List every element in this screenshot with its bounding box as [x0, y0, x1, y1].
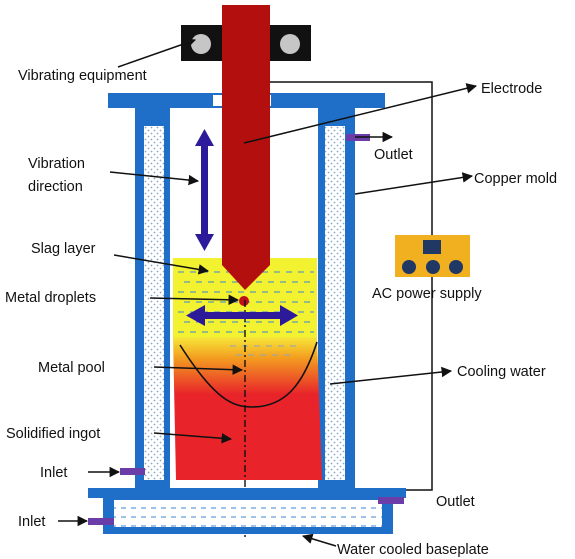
- pool-dashes: [230, 345, 300, 356]
- vibrating-equipment: [181, 25, 311, 61]
- metal-droplet: [239, 296, 249, 306]
- label-metal-pool: Metal pool: [38, 360, 105, 376]
- label-slag-layer: Slag layer: [31, 241, 96, 257]
- label-water-cooled-baseplate: Water cooled baseplate: [337, 542, 489, 558]
- label-vibration-direction-2: direction: [28, 179, 83, 195]
- label-metal-droplets: Metal droplets: [5, 290, 96, 306]
- double-arrow-vertical-icon: [195, 129, 214, 251]
- ingot-body: [173, 337, 322, 480]
- double-arrow-horizontal-icon: [186, 305, 298, 326]
- metal-pool-boundary: [179, 341, 318, 408]
- electrode: [222, 5, 270, 290]
- label-outlet-base: Outlet: [436, 494, 475, 510]
- label-copper-mold: Copper mold: [474, 171, 557, 187]
- leader-lines: [58, 38, 478, 547]
- label-vibrating-equipment: Vibrating equipment: [18, 68, 147, 84]
- cooling-water-right: [325, 126, 345, 480]
- label-outlet-top: Outlet: [374, 147, 413, 163]
- label-inlet-base: Inlet: [18, 514, 45, 530]
- baseplate: [88, 488, 406, 498]
- circle-icon: [191, 34, 211, 54]
- inlet-port-base: [88, 518, 114, 525]
- power-supply-icon: [395, 235, 470, 277]
- inlet-port-mold: [120, 468, 145, 475]
- label-electrode: Electrode: [481, 81, 542, 97]
- circle-icon: [280, 34, 300, 54]
- label-ac-power-supply: AC power supply: [372, 286, 482, 302]
- label-inlet-mold: Inlet: [40, 465, 67, 481]
- label-vibration-direction-1: Vibration: [28, 156, 85, 172]
- baseplate-water: [114, 500, 382, 527]
- outlet-port-base: [378, 497, 404, 504]
- cooling-water-left: [144, 126, 164, 480]
- label-solidified-ingot: Solidified ingot: [6, 426, 100, 442]
- label-cooling-water: Cooling water: [457, 364, 546, 380]
